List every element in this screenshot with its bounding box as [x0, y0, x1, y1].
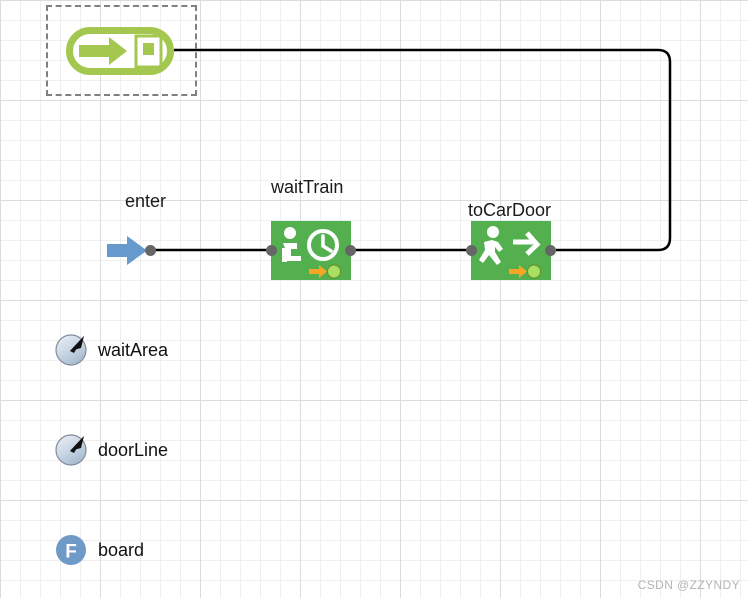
selection-marquee[interactable] [46, 5, 197, 96]
port-waittrain-out[interactable] [345, 245, 356, 256]
node-label-tocardoor: toCarDoor [468, 200, 552, 220]
port-waittrain-in[interactable] [266, 245, 277, 256]
list-item-waitarea[interactable]: waitArea [54, 333, 168, 367]
list-item-label: board [98, 540, 145, 560]
node-label-waittrain: waitTrain [271, 177, 344, 197]
port-tocardoor-out[interactable] [545, 245, 556, 256]
person-sitting-clock-icon [282, 227, 341, 279]
path-node-circle-icon [55, 334, 87, 366]
list-item-label: waitArea [98, 340, 169, 360]
list-item-doorline[interactable]: doorLine [54, 433, 168, 467]
blue-arrow-icon[interactable] [107, 236, 147, 265]
list-item-label: doorLine [98, 440, 169, 460]
source-node[interactable] [66, 27, 174, 75]
list-item-board[interactable]: F board [54, 533, 144, 567]
node-label-enter: enter [125, 191, 167, 211]
node-tocardoor[interactable] [471, 221, 551, 280]
port-enter-out[interactable] [145, 245, 156, 256]
flow-f-letter: F [65, 542, 77, 563]
flow-f-circle-icon: F [56, 535, 86, 565]
watermark: CSDN @ZZYNDY [637, 578, 740, 592]
path-node-circle-icon [55, 434, 87, 466]
port-tocardoor-in[interactable] [466, 245, 477, 256]
source-arrow-door-icon [79, 34, 163, 68]
orange-arrow-green-dot-icon [509, 264, 541, 279]
node-waittrain[interactable] [271, 221, 351, 280]
person-walking-arrow-icon [479, 226, 541, 279]
orange-arrow-green-dot-icon [309, 264, 341, 279]
